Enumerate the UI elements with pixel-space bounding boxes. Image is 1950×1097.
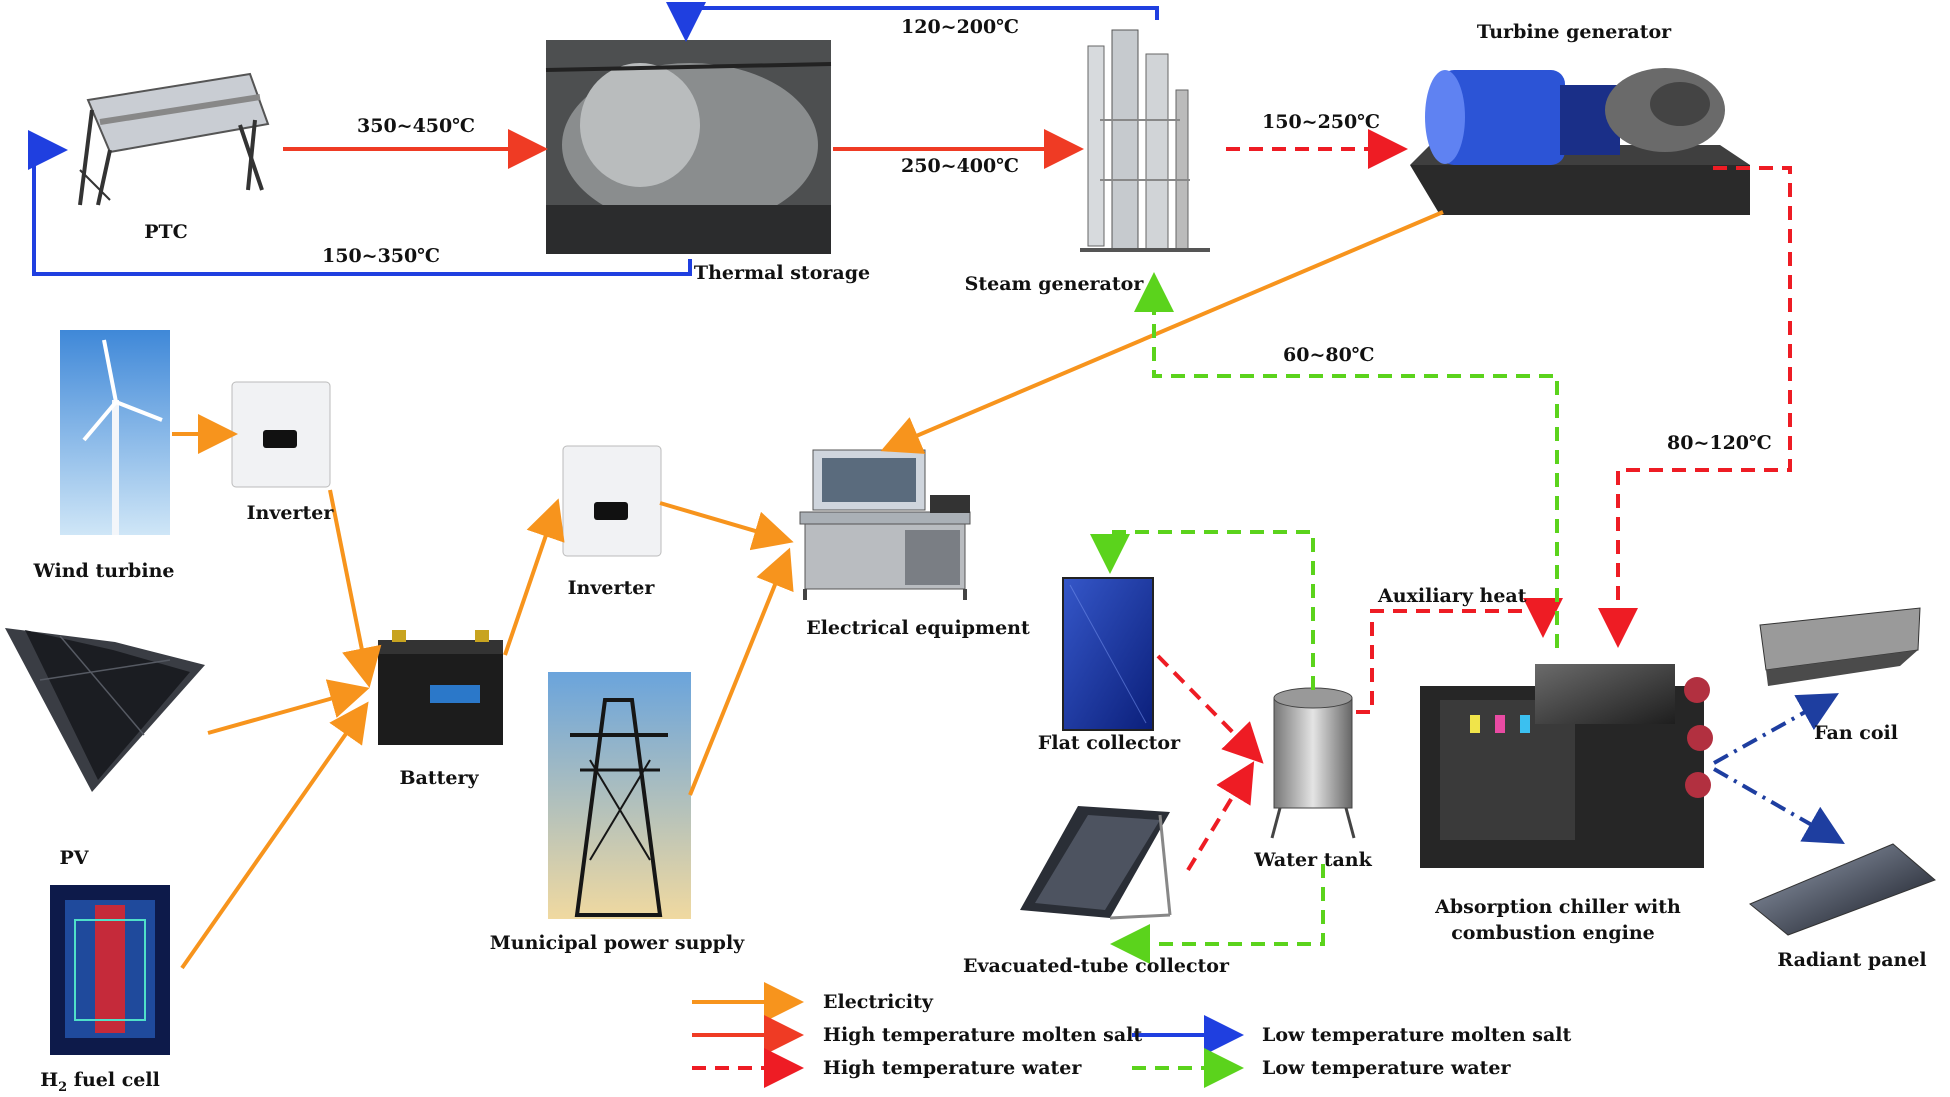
flat-to-tank-arrow [1156,654,1264,764]
auxiliary-heat-arrow [1356,598,1563,714]
municipal-power-label: Municipal power supply [489,932,745,954]
absorption-chiller-image [1420,664,1713,868]
fuel-cell-label: H2 fuel cell [40,1069,160,1095]
flow-label-ptc-to-storage: 350~450℃ [357,115,476,137]
inverter-2-image [562,445,662,557]
inverter-to-equipment-arrow [659,501,794,551]
ptc-label: PTC [144,221,188,243]
flow-label-storage-to-steam: 250~400℃ [901,155,1020,177]
legend-electricity-label: Electricity [823,991,933,1013]
legend-low-water-label: Low temperature water [1262,1057,1511,1079]
inverter-1-image [231,381,331,488]
steam-generator-image [1080,29,1210,252]
fan-coil-label: Fan coil [1814,722,1898,744]
flat-collector-image [1062,577,1154,731]
pv-to-battery-arrow [207,679,370,735]
water-tank-label: Water tank [1254,849,1372,871]
turbine-generator-image [1410,68,1750,215]
flow-label-turbine-to-chiller: 80~120℃ [1667,432,1772,454]
legend-symbols [692,982,1244,1088]
inverter-1-label: Inverter [246,502,334,524]
legend-high-water-label: High temperature water [823,1057,1082,1079]
flat-collector-label: Flat collector [1037,732,1181,754]
flow-label-return-to-steam: 60~80℃ [1283,344,1375,366]
wind-turbine-image [60,330,170,535]
thermal-storage-image [545,40,832,254]
turbine-generator-label: Turbine generator [1476,21,1672,43]
chiller-label-line2: combustion engine [1451,922,1655,944]
municipal-to-equipment-arrow [688,547,794,796]
chiller-to-panel-arrow [1713,767,1845,844]
flow-label-storage-to-ptc: 150~350℃ [322,245,441,267]
water-tank-image [1270,687,1356,839]
inverter-to-battery-arrow [328,489,382,688]
flow-label-auxiliary: Auxiliary heat [1378,585,1527,607]
fuel-cell-image [50,885,170,1055]
electricity-lines [172,210,1444,970]
evacuated-tube-image [1020,806,1172,920]
wind-turbine-label: Wind turbine [33,560,175,582]
pv-label: PV [59,847,89,869]
storage-to-ptc-arrow [28,130,692,276]
battery-image [378,630,503,745]
turbine-to-chiller-arrow [1598,166,1792,648]
ptc-image [78,72,270,206]
electrical-equipment-image [799,449,971,600]
fuelcell-to-battery-arrow [180,701,369,970]
tank-to-evac-arrow [1110,864,1325,964]
municipal-power-image [548,672,691,919]
evacuated-tube-label: Evacuated-tube collector [963,955,1229,977]
pv-image [5,628,205,792]
thermal-storage-label: Thermal storage [693,262,871,284]
steam-to-storage-arrow [666,2,1159,42]
flow-label-steam-to-turbine: 150~250℃ [1262,111,1381,133]
tank-to-flat-arrow [1090,530,1315,690]
chiller-label-line1: Absorption chiller with [1435,896,1681,918]
fan-coil-image [1759,607,1921,686]
radiant-panel-image [1749,843,1936,936]
turbine-to-equipment-arrow [880,210,1444,454]
evac-to-tank-arrow [1186,761,1255,872]
steam-generator-label: Steam generator [964,273,1144,295]
battery-label: Battery [399,767,479,789]
hot-water-lines [1156,129,1792,872]
legend-low-salt-label: Low temperature molten salt [1262,1024,1572,1046]
molten-salt-lines [28,2,1159,276]
battery-to-inverter-arrow [503,498,565,656]
legend-high-salt-label: High temperature molten salt [823,1024,1143,1046]
chiller-to-steam-arrow [1134,272,1559,648]
cooling-lines [1713,693,1845,844]
electrical-equipment-label: Electrical equipment [806,617,1030,639]
inverter-2-label: Inverter [567,577,655,599]
chiller-to-fancoil-arrow [1713,693,1839,765]
radiant-panel-label: Radiant panel [1777,949,1927,971]
cool-water-lines [1090,272,1559,964]
flow-label-steam-to-storage: 120~200℃ [901,16,1020,38]
